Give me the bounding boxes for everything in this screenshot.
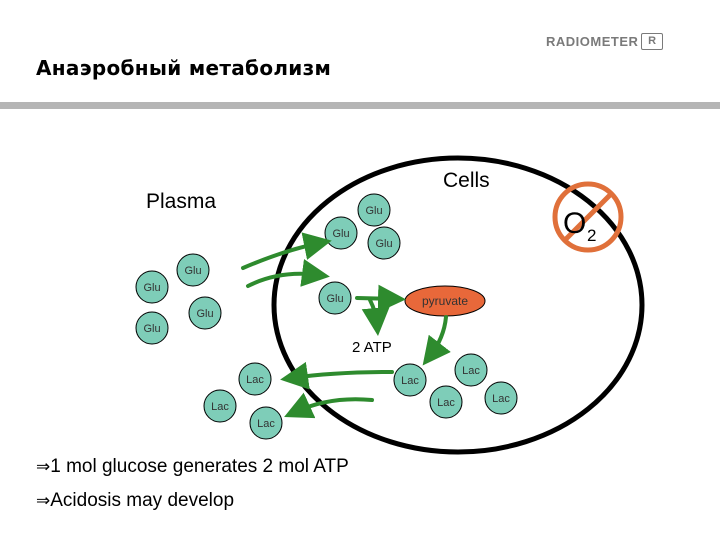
cell-membrane: [271, 155, 645, 455]
glucose-molecule: Glu: [318, 281, 352, 315]
glucose-uptake-arrow: [246, 259, 330, 288]
svg-text:Lac: Lac: [462, 365, 480, 377]
svg-text:Lac: Lac: [437, 397, 455, 409]
atp-label: 2 ATP: [352, 339, 392, 356]
slide-title: Анаэробный метаболизм: [36, 56, 332, 80]
radiometer-logo: RADIOMETER R: [546, 33, 664, 50]
logo-text: RADIOMETER: [546, 34, 639, 49]
pyruvate-conversion-arrow: [355, 284, 406, 313]
glucose-molecule: Glu: [367, 226, 401, 260]
logo-mark: R: [641, 33, 664, 50]
lactate-molecule: Lac: [203, 389, 237, 423]
svg-text:Glu: Glu: [196, 308, 213, 320]
lactate-molecule: Lac: [429, 385, 463, 419]
svg-text:Glu: Glu: [143, 323, 160, 335]
svg-text:Glu: Glu: [332, 228, 349, 240]
lactate-molecule: Lac: [484, 381, 518, 415]
svg-text:Glu: Glu: [365, 205, 382, 217]
svg-text:Glu: Glu: [184, 265, 201, 277]
bullet-item: ⇒Acidosis may develop: [36, 490, 234, 512]
svg-text:Lac: Lac: [211, 401, 229, 413]
pyruvate-label: pyruvate: [422, 294, 468, 308]
svg-text:Glu: Glu: [326, 293, 343, 305]
implies-arrow-icon: ⇒: [36, 457, 51, 477]
lactate-release-arrow: [280, 361, 394, 390]
no-oxygen-icon: [552, 181, 624, 253]
bullet-text: 1 mol glucose generates 2 mol ATP: [50, 456, 349, 477]
oxygen-letter: O: [563, 207, 586, 240]
svg-text:Lac: Lac: [257, 418, 275, 430]
cells-label: Cells: [443, 169, 490, 192]
lactate-release-arrow: [284, 392, 374, 419]
glucose-molecule: Glu: [357, 193, 391, 227]
glucose-molecule: Glu: [135, 311, 169, 345]
plasma-label: Plasma: [146, 190, 216, 213]
glucose-uptake-arrow: [241, 232, 332, 270]
implies-arrow-icon: ⇒: [36, 491, 51, 511]
lactate-molecule: Lac: [393, 363, 427, 397]
lactate-molecule: Lac: [238, 362, 272, 396]
svg-text:Lac: Lac: [492, 393, 510, 405]
bullet-item: ⇒1 mol glucose generates 2 mol ATP: [36, 456, 349, 478]
bullet-text: Acidosis may develop: [50, 490, 235, 511]
glucose-molecule: Glu: [176, 253, 210, 287]
oxygen-subscript: 2: [587, 226, 596, 245]
lactate-formation-arrow: [422, 315, 451, 366]
lactate-molecule: Lac: [249, 406, 283, 440]
lactate-molecule: Lac: [454, 353, 488, 387]
atp-production-arrow: [361, 298, 390, 336]
glucose-molecule: Glu: [135, 270, 169, 304]
svg-text:Glu: Glu: [143, 282, 160, 294]
svg-text:Lac: Lac: [246, 374, 264, 386]
header-divider: [0, 102, 720, 109]
svg-text:Glu: Glu: [375, 238, 392, 250]
glucose-molecule: Glu: [188, 296, 222, 330]
svg-text:Lac: Lac: [401, 375, 419, 387]
glucose-molecule: Glu: [324, 216, 358, 250]
